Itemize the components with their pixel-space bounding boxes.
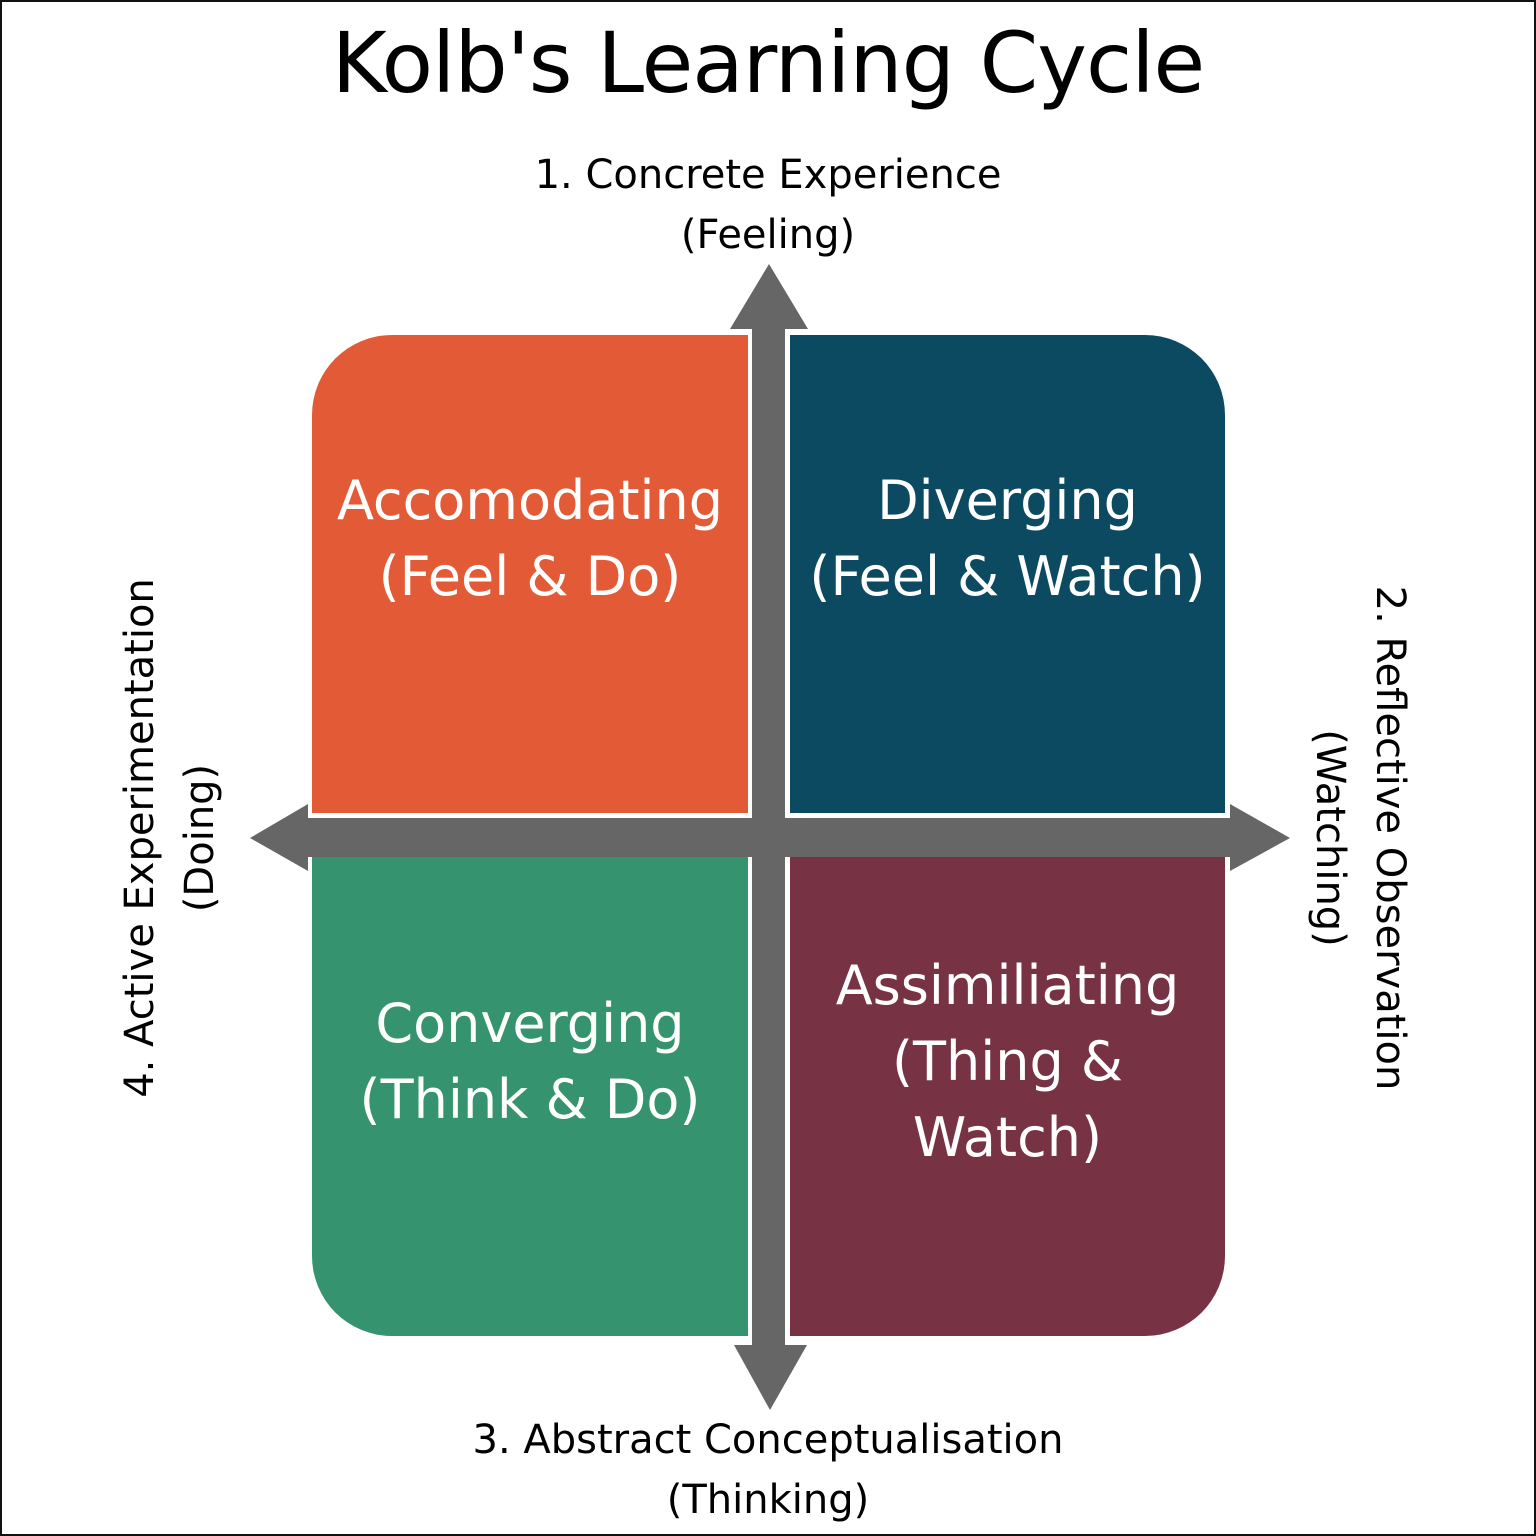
quadrant-diverging: Diverging (Feel & Watch) bbox=[790, 335, 1225, 813]
axis-label-line2: (Feeling) bbox=[680, 212, 856, 258]
quadrant-title: Converging bbox=[375, 991, 685, 1055]
arrow-left-icon bbox=[250, 804, 308, 871]
arrow-right-icon bbox=[1230, 804, 1290, 871]
quadrant-subtitle: (Think & Do) bbox=[359, 1067, 701, 1131]
quadrant-subtitle: (Feel & Do) bbox=[378, 545, 682, 608]
arrow-down-icon bbox=[734, 1345, 807, 1410]
quadrant-title: Accomodating bbox=[336, 469, 724, 532]
axis-label-line2: (Thinking) bbox=[666, 1477, 870, 1523]
axis-label-abstract-conceptualisation: 3. Abstract Conceptualisation (Thinking) bbox=[368, 1410, 1168, 1530]
axis-label-line1: 1. Concrete Experience bbox=[534, 152, 1002, 198]
axis-label-concrete-experience: 1. Concrete Experience (Feeling) bbox=[368, 145, 1168, 265]
arrow-up-icon bbox=[730, 264, 808, 329]
quadrant-converging: Converging (Think & Do) bbox=[312, 857, 748, 1336]
diagram-title: Kolb's Learning Cycle bbox=[331, 14, 1205, 112]
axis-label-line1: 3. Abstract Conceptualisation bbox=[472, 1417, 1064, 1463]
quadrant-assimilating: Assimiliating (Thing & Watch) bbox=[790, 857, 1225, 1336]
quadrant-accommodating: Accomodating (Feel & Do) bbox=[312, 335, 748, 813]
quadrant-title: Assimiliating bbox=[835, 953, 1180, 1017]
quadrant-subtitle: (Thing & Watch) bbox=[891, 1029, 1124, 1169]
quadrant-subtitle: (Feel & Watch) bbox=[809, 545, 1206, 608]
horizontal-axis-shaft bbox=[305, 818, 1233, 857]
quadrant-title: Diverging bbox=[877, 469, 1138, 532]
